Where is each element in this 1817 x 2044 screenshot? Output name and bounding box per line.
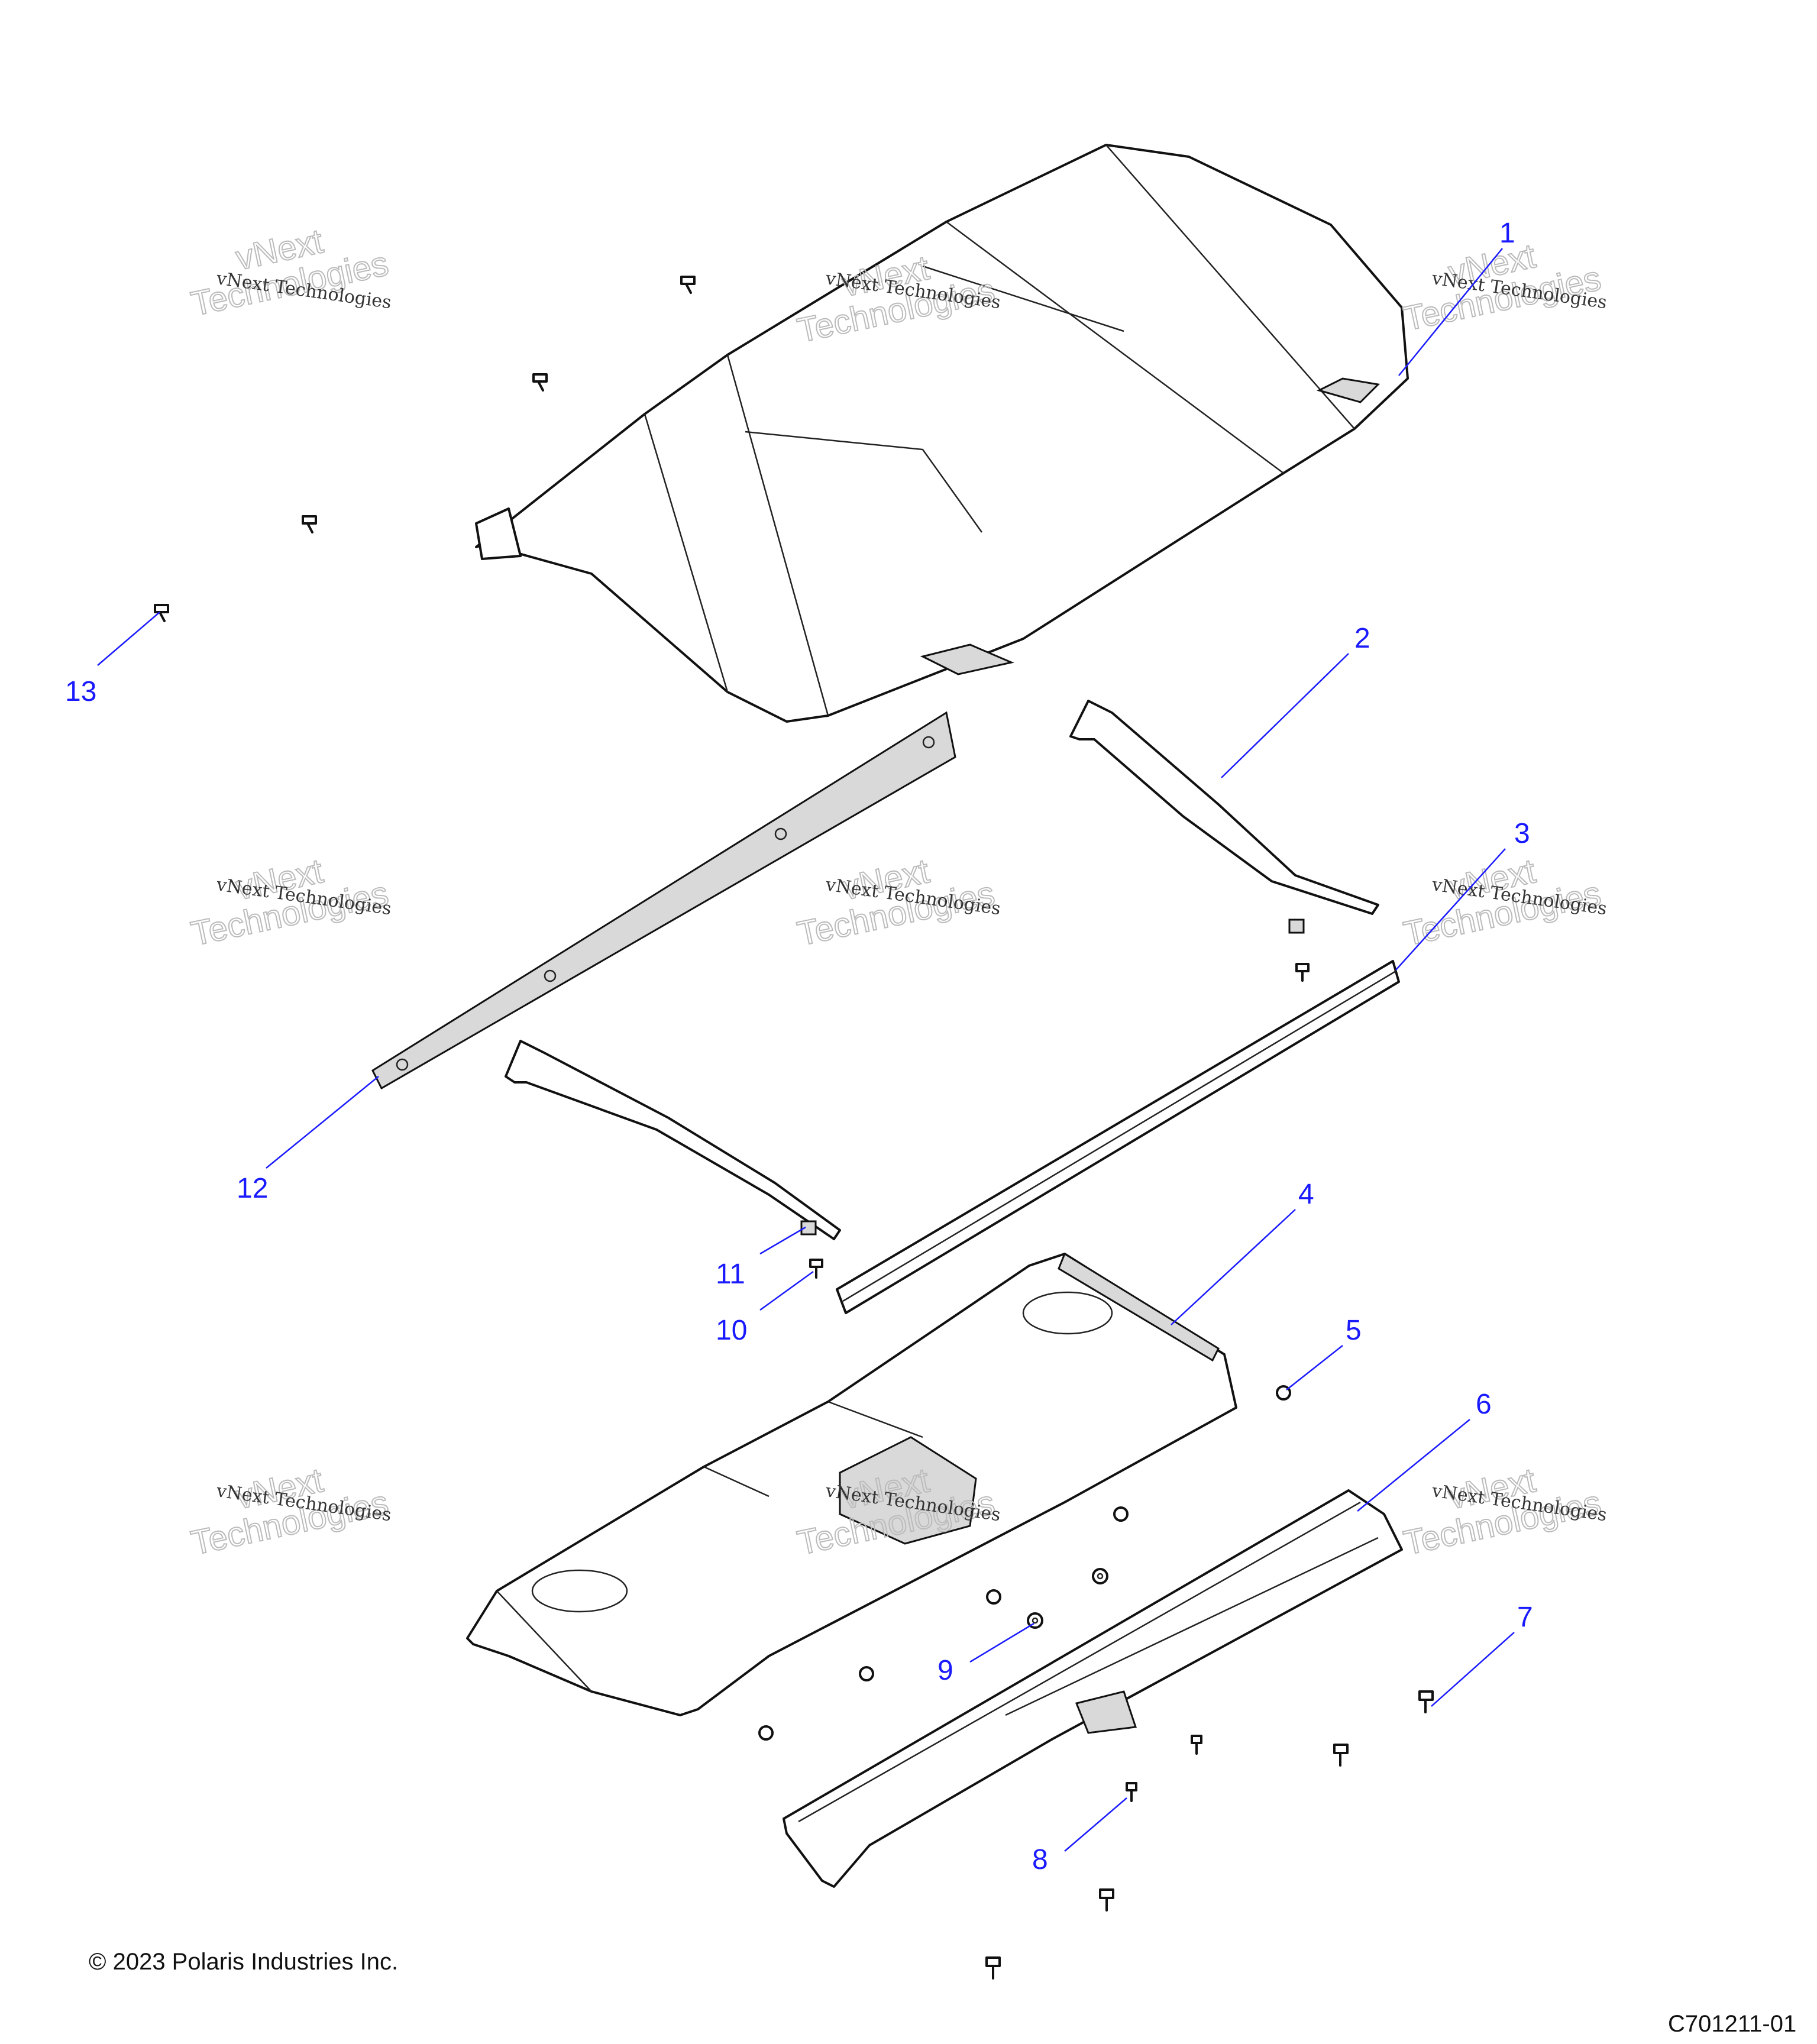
callout-label: 3 <box>1514 818 1530 849</box>
callout-6: 6 <box>1357 1389 1492 1512</box>
front-trim-rail <box>505 1040 841 1240</box>
callout-label: 7 <box>1517 1602 1533 1633</box>
callout-label: 2 <box>1354 623 1370 654</box>
washer-icon <box>1092 1568 1108 1584</box>
callout-label: 10 <box>716 1315 747 1346</box>
callout-1: 1 <box>1398 218 1515 376</box>
callout-12: 12 <box>237 1076 379 1204</box>
screw-icon <box>1333 1744 1349 1767</box>
nut-icon <box>859 1666 874 1681</box>
callout-label: 5 <box>1346 1315 1362 1346</box>
callouts: 1 2 3 4 5 6 7 8 <box>65 218 1533 1875</box>
callout-label: 8 <box>1032 1844 1048 1875</box>
screw-icon <box>1191 1735 1202 1755</box>
callout-5: 5 <box>1286 1315 1362 1390</box>
callout-label: 11 <box>716 1259 745 1290</box>
clip-icon <box>800 1220 817 1236</box>
callout-2: 2 <box>1221 623 1370 778</box>
copyright-text: © 2023 Polaris Industries Inc. <box>89 1949 399 1975</box>
nut-icon <box>758 1725 774 1741</box>
callout-label: 4 <box>1298 1179 1314 1210</box>
nut-icon <box>1113 1506 1129 1522</box>
callout-4: 4 <box>1171 1179 1314 1325</box>
screw-icon <box>1295 963 1310 982</box>
watermarks: vNext Technologies vNext Technologies vN… <box>187 221 1608 1563</box>
fasteners <box>154 276 1434 1980</box>
screw-icon <box>1418 1690 1434 1713</box>
roof-panel <box>475 144 1409 723</box>
side-trim-bar <box>836 960 1400 1314</box>
clip-icon <box>1288 918 1305 934</box>
callout-8: 8 <box>1032 1797 1127 1875</box>
screw-icon <box>302 515 317 533</box>
callout-10: 10 <box>716 1270 814 1346</box>
screw-icon <box>985 1956 1001 1980</box>
screw-icon <box>1099 1888 1114 1912</box>
screw-icon <box>809 1259 823 1279</box>
callout-label: 13 <box>65 676 96 707</box>
callout-11: 11 <box>716 1226 806 1290</box>
front-trim-strip <box>371 711 956 1090</box>
screw-icon <box>154 604 169 622</box>
callout-7: 7 <box>1431 1602 1533 1707</box>
screw-icon <box>1126 1782 1137 1802</box>
screw-icon <box>680 276 696 294</box>
callout-label: 12 <box>237 1173 268 1204</box>
screw-icon <box>532 373 548 392</box>
drawing-number: C701211-01 <box>1668 2011 1797 2037</box>
callout-label: 6 <box>1476 1389 1492 1420</box>
callout-label: 9 <box>937 1655 953 1686</box>
callout-label: 1 <box>1499 218 1515 249</box>
callout-9: 9 <box>937 1622 1034 1686</box>
nut-icon <box>986 1589 1001 1605</box>
headliner-panel <box>466 1252 1237 1716</box>
rear-trim-rail <box>1069 700 1379 915</box>
callout-3: 3 <box>1395 818 1530 971</box>
roof-trim-cover <box>783 1489 1403 1888</box>
callout-13: 13 <box>65 612 160 707</box>
